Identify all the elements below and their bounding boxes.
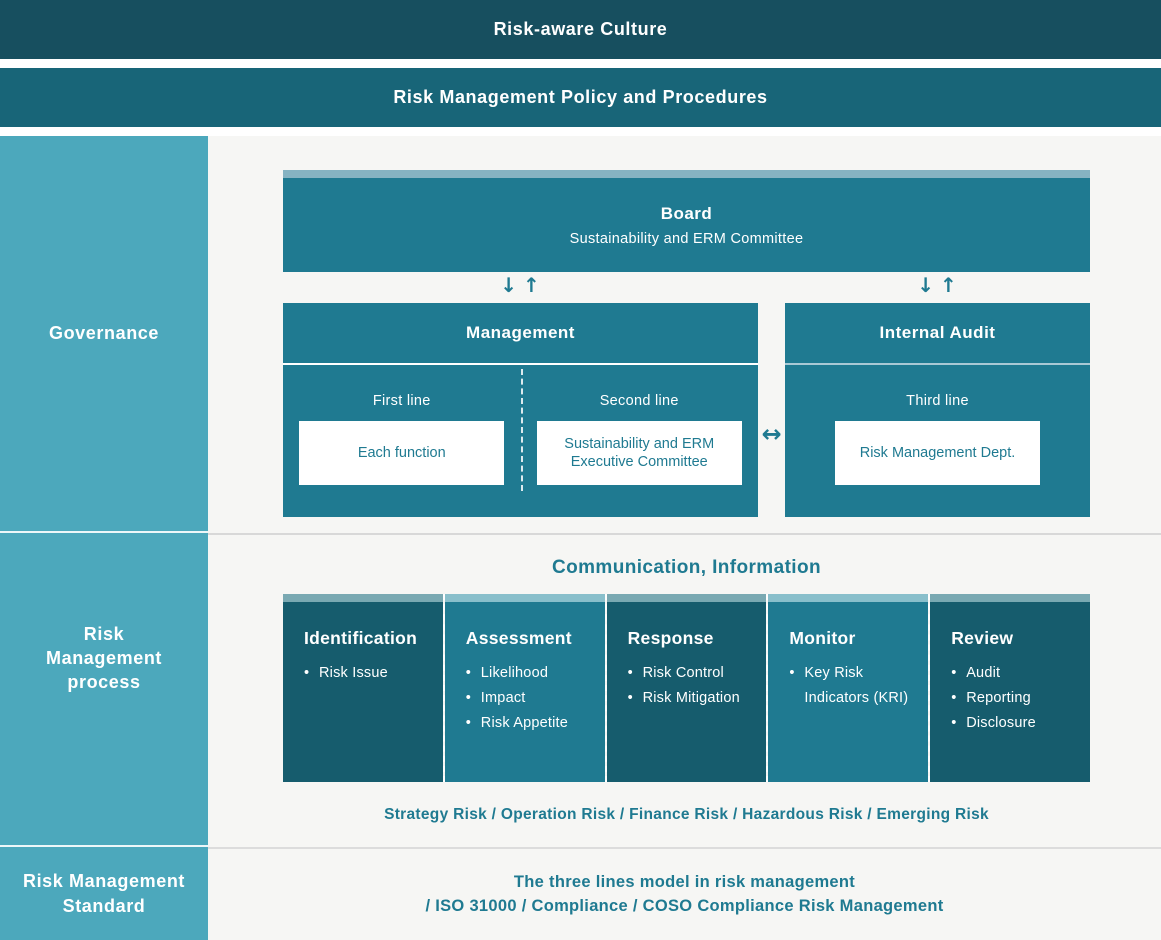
process-item: Risk Issue <box>304 661 435 686</box>
management-title: Management <box>283 303 758 365</box>
process-item: Reporting <box>951 686 1082 711</box>
management-body: First line Each function Second line Sus… <box>283 365 758 517</box>
up-arrow-icon: ↑ <box>940 273 957 297</box>
board-management-arrows: ↓↑ <box>497 273 543 297</box>
board-top-strip <box>283 170 1090 178</box>
content-divider <box>0 127 1161 136</box>
banner-policy-procedures-label: Risk Management Policy and Procedures <box>393 87 768 107</box>
column-body: Monitor Key Risk Indicators (KRI) <box>768 602 929 782</box>
down-arrow-icon: ↓ <box>917 273 934 297</box>
third-line-column: Third line Risk Management Dept. <box>785 365 1090 517</box>
banner-risk-aware-culture-label: Risk-aware Culture <box>493 19 668 39</box>
second-line-label: Second line <box>599 393 679 409</box>
second-line-column: Second line Sustainability and ERM Execu… <box>521 365 759 517</box>
column-title: Monitor <box>789 628 856 648</box>
column-items: Key Risk Indicators (KRI) <box>789 661 920 711</box>
process-item: Risk Appetite <box>466 711 597 736</box>
banner-risk-aware-culture: Risk-aware Culture <box>0 0 1161 59</box>
column-top-strip <box>283 594 443 602</box>
process-column-identification: Identification Risk Issue <box>283 594 443 782</box>
process-item: Key Risk Indicators (KRI) <box>789 661 920 711</box>
process-item: Risk Control <box>628 661 759 686</box>
each-function-box: Each function <box>299 421 505 485</box>
column-body: Identification Risk Issue <box>283 602 443 782</box>
sidebar-section-governance: Governance <box>0 136 208 533</box>
internal-audit-body: Third line Risk Management Dept. <box>785 365 1090 517</box>
column-body: Assessment LikelihoodImpactRisk Appetite <box>444 602 605 782</box>
erm-executive-committee-box: Sustainability and ERM Executive Committ… <box>536 421 742 485</box>
left-right-arrow-icon: ↔ <box>761 420 782 448</box>
process-item: Risk Mitigation <box>628 686 759 711</box>
column-top-strip <box>606 594 767 602</box>
three-lines-row: Management First line Each function Seco… <box>283 303 1090 517</box>
communication-information-heading: Communication, Information <box>551 557 821 578</box>
column-top-strip <box>444 594 605 602</box>
column-body: Review AuditReportingDisclosure <box>930 602 1090 782</box>
risk-management-dept-box: Risk Management Dept. <box>835 421 1040 485</box>
process-column-review: Review AuditReportingDisclosure <box>928 594 1090 782</box>
risk-management-process-label: Risk Management process <box>45 623 163 693</box>
process-item: Impact <box>466 686 597 711</box>
risk-management-process-area: Communication, Information Identificatio… <box>208 533 1161 847</box>
line-divider-dashed <box>520 369 523 491</box>
process-item: Audit <box>951 661 1082 686</box>
content-row: Governance Risk Management process Risk … <box>0 136 1161 940</box>
column-title: Review <box>951 628 1014 648</box>
up-arrow-icon: ↑ <box>523 273 540 297</box>
risk-types-line: Strategy Risk / Operation Risk / Finance… <box>384 806 989 823</box>
board-title: Board <box>660 203 713 223</box>
column-body: Response Risk ControlRisk Mitigation <box>606 602 767 782</box>
column-items: AuditReportingDisclosure <box>951 661 1082 736</box>
board-body: Board Sustainability and ERM Committee <box>283 178 1090 272</box>
governance-inner: Board Sustainability and ERM Committee ↓… <box>283 170 1090 517</box>
process-columns: Identification Risk Issue Assessment Lik… <box>283 594 1090 782</box>
internal-audit-box: Internal Audit Third line Risk Managemen… <box>785 303 1090 517</box>
category-sidebar: Governance Risk Management process Risk … <box>0 136 208 940</box>
governance-label: Governance <box>48 323 160 344</box>
risk-management-standard-label: Risk Management Standard <box>22 871 186 916</box>
internal-audit-title: Internal Audit <box>785 303 1090 365</box>
board-box: Board Sustainability and ERM Committee <box>283 170 1090 272</box>
diagram-main: Board Sustainability and ERM Committee ↓… <box>208 136 1161 940</box>
column-items: LikelihoodImpactRisk Appetite <box>466 661 597 736</box>
board-connection-row: ↓↑ ↓↑ <box>283 272 1090 303</box>
board-subtitle: Sustainability and ERM Committee <box>569 230 804 247</box>
process-item: Likelihood <box>466 661 597 686</box>
column-title: Assessment <box>465 628 572 648</box>
process-item: Disclosure <box>951 711 1082 736</box>
governance-area: Board Sustainability and ERM Committee ↓… <box>208 136 1161 533</box>
board-audit-arrows: ↓↑ <box>914 273 960 297</box>
third-line-label: Third line <box>906 393 969 409</box>
column-title: Response <box>627 628 714 648</box>
standard-line-1: The three lines model in risk management <box>513 873 856 892</box>
column-top-strip <box>768 594 929 602</box>
column-items: Risk Issue <box>304 661 435 686</box>
first-line-label: First line <box>372 393 431 409</box>
banner-divider <box>0 59 1161 68</box>
column-items: Risk ControlRisk Mitigation <box>628 661 759 711</box>
management-box: Management First line Each function Seco… <box>283 303 758 517</box>
risk-management-standard-area: The three lines model in risk management… <box>208 847 1161 940</box>
banner-policy-procedures: Risk Management Policy and Procedures <box>0 68 1161 127</box>
process-column-monitor: Monitor Key Risk Indicators (KRI) <box>766 594 929 782</box>
process-column-response: Response Risk ControlRisk Mitigation <box>604 594 767 782</box>
management-audit-gap: ↔ <box>758 303 785 517</box>
sidebar-section-risk-management-standard: Risk Management Standard <box>0 847 208 940</box>
column-top-strip <box>930 594 1090 602</box>
down-arrow-icon: ↓ <box>500 273 517 297</box>
standard-line-2: / ISO 31000 / Compliance / COSO Complian… <box>425 896 944 915</box>
process-column-assessment: Assessment LikelihoodImpactRisk Appetite <box>442 594 605 782</box>
first-line-column: First line Each function <box>283 365 521 517</box>
sidebar-section-risk-management-process: Risk Management process <box>0 533 208 847</box>
column-title: Identification <box>304 628 418 648</box>
